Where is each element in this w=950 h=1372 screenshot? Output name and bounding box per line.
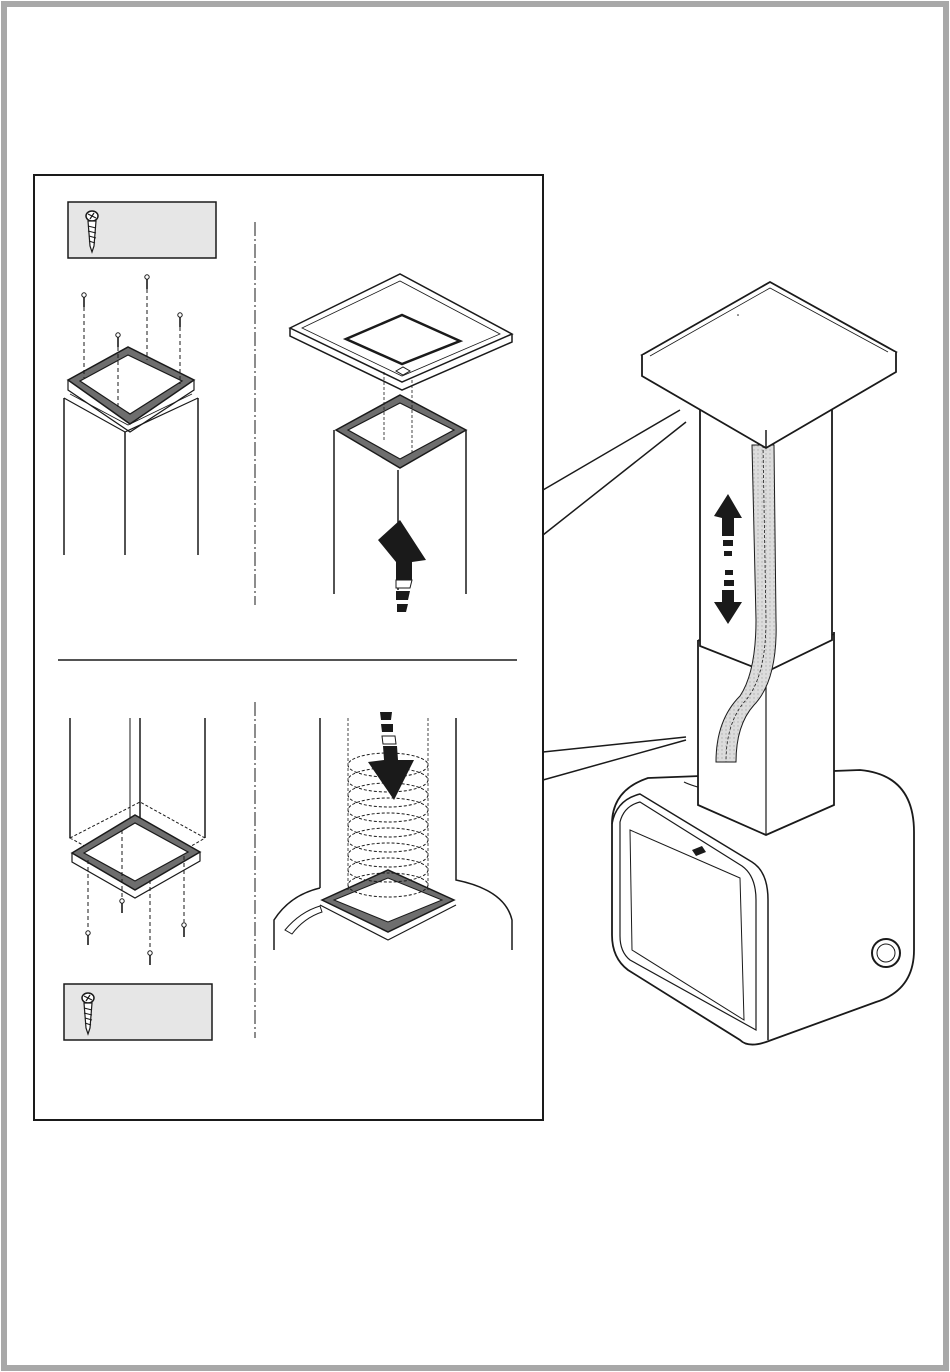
screw-tool-box-top <box>68 202 216 258</box>
power-button-icon <box>872 939 900 967</box>
screw-tool-box-bottom <box>64 984 212 1040</box>
